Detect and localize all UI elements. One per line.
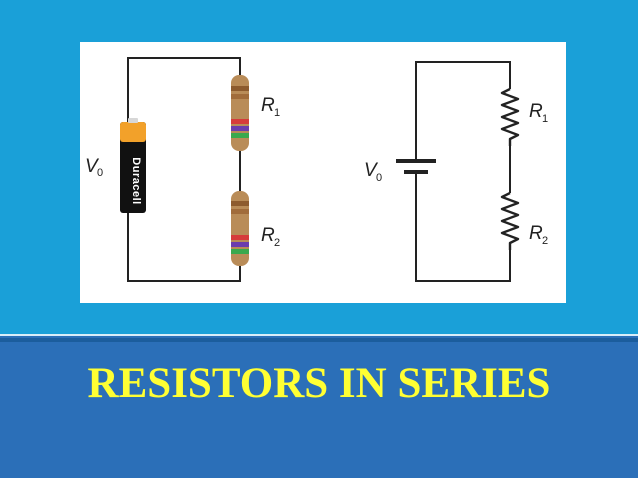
circuit-diagrams-svg: Duracell V xyxy=(85,57,548,282)
right-r2-subscript: 2 xyxy=(542,235,548,247)
schematic-circuit: V 0 R 1 R 2 xyxy=(364,61,548,282)
right-r1-subscript: 1 xyxy=(542,113,548,125)
series-circuit-diagram: Duracell V xyxy=(80,42,566,303)
left-r1-subscript: 1 xyxy=(274,107,280,119)
schematic-resistor-2 xyxy=(500,191,520,250)
left-resistor-2 xyxy=(231,191,249,266)
slide-title: RESISTORS IN SERIES xyxy=(87,360,551,407)
battery-symbol xyxy=(396,159,436,174)
right-r2-label: R xyxy=(529,223,543,244)
panel-divider xyxy=(0,338,638,342)
right-v-subscript: 0 xyxy=(376,172,382,184)
left-v-label: V xyxy=(85,156,100,177)
bottom-wire xyxy=(127,213,241,282)
left-r2-subscript: 2 xyxy=(274,237,280,249)
top-wire xyxy=(127,57,241,126)
left-r2-label: R xyxy=(261,225,275,246)
left-r1-label: R xyxy=(261,95,275,116)
left-v-subscript: 0 xyxy=(97,167,103,179)
duracell-battery: Duracell xyxy=(120,118,146,213)
schematic-top-wire xyxy=(415,61,511,161)
schematic-resistor-1 xyxy=(500,87,520,146)
left-resistor-1 xyxy=(231,75,249,151)
right-r1-label: R xyxy=(529,101,543,122)
schematic-bottom-wire xyxy=(415,174,511,282)
right-v-label: V xyxy=(364,160,379,181)
battery-brand-text: Duracell xyxy=(130,157,142,204)
physical-circuit: Duracell V xyxy=(85,57,280,282)
